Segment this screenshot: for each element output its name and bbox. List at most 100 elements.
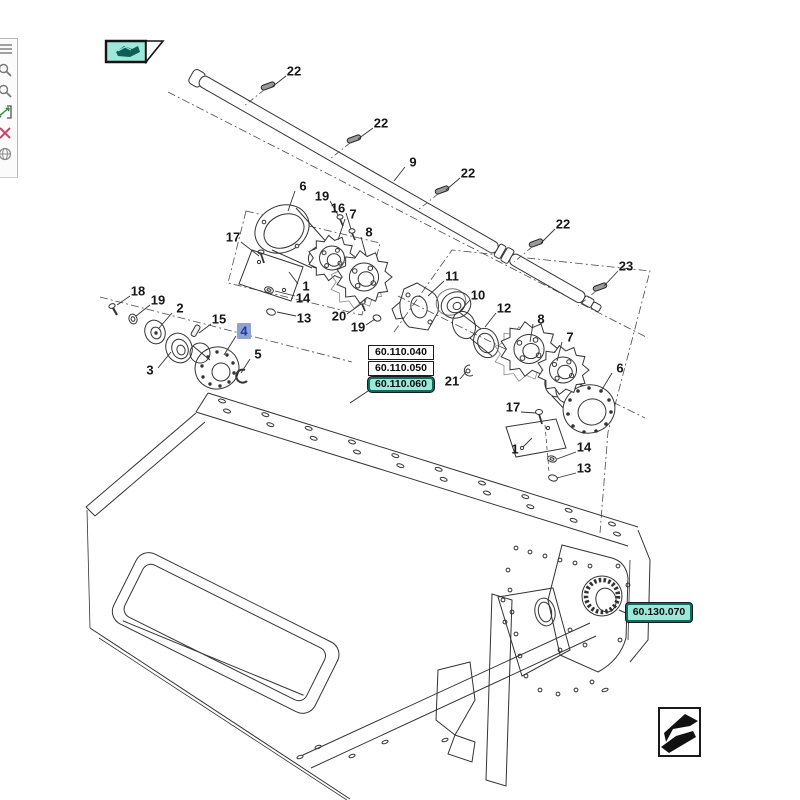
bearing-plate[interactable]	[391, 282, 439, 331]
callout-14[interactable]: 14	[577, 440, 592, 455]
callout-5[interactable]: 5	[254, 347, 261, 362]
callout-leader	[135, 304, 151, 317]
callout-leader	[240, 358, 251, 374]
callout-8[interactable]: 8	[365, 225, 372, 240]
snap-ring-21[interactable]	[463, 364, 474, 377]
callout-8[interactable]: 8	[537, 312, 544, 327]
callout-9[interactable]: 9	[409, 155, 416, 170]
overview-button[interactable]	[658, 707, 701, 757]
callout-leader	[271, 75, 287, 88]
callout-leader	[329, 200, 339, 216]
section-flag-button[interactable]	[104, 39, 166, 65]
callout-leader	[157, 351, 172, 369]
section-label-60.110.060[interactable]: 60.110.060	[368, 377, 434, 392]
beam-bolt-slots	[218, 398, 621, 537]
hand-book-icon	[116, 46, 140, 57]
callout-22[interactable]: 22	[556, 217, 570, 232]
sprockets[interactable]	[308, 234, 590, 396]
callout-18[interactable]: 18	[131, 284, 145, 299]
callout-leader	[603, 270, 619, 287]
callout-leader	[459, 299, 471, 312]
callout-15[interactable]: 15	[212, 312, 226, 327]
callout-22[interactable]: 22	[461, 166, 475, 181]
callout-leader	[365, 318, 376, 326]
pan-globe-icon[interactable]	[0, 146, 13, 162]
callout-leader	[357, 127, 374, 140]
zoom-magnifier-icon[interactable]	[0, 62, 13, 78]
callout-leader	[345, 212, 352, 230]
plate-bolt-holes	[296, 545, 633, 760]
key-pins	[260, 81, 608, 292]
callout-14[interactable]: 14	[296, 291, 311, 306]
callout-10[interactable]: 10	[471, 288, 485, 303]
callout-1[interactable]: 1	[511, 442, 518, 457]
callout-17[interactable]: 17	[506, 400, 520, 415]
callout-leader	[287, 190, 296, 212]
callout-2[interactable]: 2	[176, 301, 183, 316]
pin-leaders	[243, 89, 597, 307]
callout-leader	[427, 280, 445, 297]
menu-lines-icon[interactable]	[0, 41, 13, 57]
callout-13[interactable]: 13	[297, 311, 311, 326]
callout-6[interactable]: 6	[616, 361, 623, 376]
callout-leader	[116, 295, 131, 306]
callout-leader	[556, 341, 563, 362]
callout-leader	[520, 411, 537, 414]
callout-leader	[445, 177, 461, 191]
plate-right[interactable]	[505, 409, 567, 483]
sleeve[interactable]	[449, 308, 503, 362]
callout-leader	[223, 335, 237, 356]
callout-1[interactable]: 1	[302, 279, 309, 294]
section-label-60.110.040[interactable]: 60.110.040	[368, 345, 434, 360]
callout-4[interactable]: 4	[240, 324, 248, 339]
callout-leader	[600, 372, 613, 392]
zoom-magnifier-2-icon[interactable]	[0, 83, 13, 99]
callout-21[interactable]: 21	[445, 374, 459, 389]
callout-leader	[274, 290, 296, 297]
corner-arrow-icon	[661, 714, 698, 753]
callout-leader	[360, 236, 367, 256]
callout-22[interactable]: 22	[374, 116, 388, 131]
callout-leader	[522, 437, 533, 448]
callout-3[interactable]: 3	[146, 363, 153, 378]
callout-leader	[393, 166, 406, 182]
clear-highlight-icon[interactable]	[0, 125, 13, 141]
callout-leader	[288, 271, 299, 285]
fit-selection-icon[interactable]	[0, 104, 13, 120]
frame[interactable]	[85, 390, 651, 800]
callout-leader	[529, 323, 534, 343]
callout-leader	[459, 371, 467, 380]
drive-shaft[interactable]	[187, 68, 604, 316]
callout-17[interactable]: 17	[226, 230, 240, 245]
callout-11[interactable]: 11	[445, 269, 459, 284]
frame-section-label[interactable]: 60.130.070	[626, 603, 692, 622]
callout-13[interactable]: 13	[577, 461, 591, 476]
small-parts-cluster[interactable]	[108, 303, 248, 394]
selected-callout-highlight	[237, 323, 251, 339]
callout-leader	[198, 323, 212, 334]
callout-leader	[556, 472, 577, 479]
callout-leader	[556, 451, 577, 460]
callout-12[interactable]: 12	[497, 301, 511, 316]
frame-section-label-text: 60.130.070	[632, 606, 686, 618]
callout-20[interactable]: 20	[332, 309, 346, 324]
callout-leader	[240, 241, 260, 257]
callout-19[interactable]: 19	[315, 189, 329, 204]
callout-6[interactable]: 6	[299, 179, 306, 194]
callout-7[interactable]: 7	[349, 207, 356, 222]
callout-22[interactable]: 22	[287, 64, 301, 79]
left-toolbar	[0, 38, 18, 178]
callout-7[interactable]: 7	[566, 330, 573, 345]
section-label-60.110.050[interactable]: 60.110.050	[368, 361, 434, 376]
callout-leader	[346, 303, 362, 315]
callout-leader	[484, 312, 497, 328]
callout-19[interactable]: 19	[151, 293, 165, 308]
callout-leader	[276, 311, 297, 317]
callout-19[interactable]: 19	[351, 320, 365, 335]
callout-23[interactable]: 23	[619, 259, 633, 274]
callout-16[interactable]: 16	[331, 201, 345, 216]
callout-leader	[158, 312, 173, 329]
